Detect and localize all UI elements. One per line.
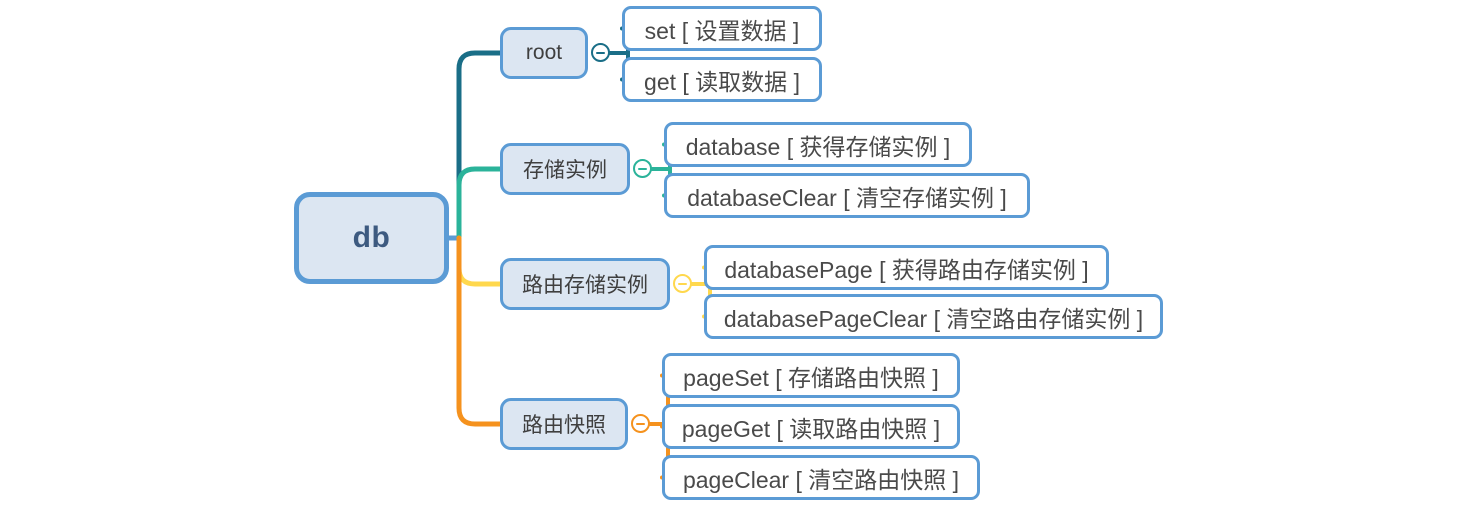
branch-node-root[interactable]: root [500,27,588,79]
leaf-node-root-0-label: set [ 设置数据 ] [644,17,800,44]
collapse-minus-icon-route_storage[interactable] [673,274,692,293]
leaf-node-route_snapshot-1[interactable]: pageGet [ 读取路由快照 ] [662,404,960,449]
connector [456,50,503,241]
leaf-node-route_snapshot-2[interactable]: pageClear [ 清空路由快照 ] [662,455,980,500]
leaf-node-storage-0[interactable]: database [ 获得存储实例 ] [664,122,972,167]
branch-node-storage-label: 存储实例 [523,159,607,182]
collapse-minus-icon-route_snapshot[interactable] [631,414,650,433]
branch-node-route_storage-label: 路由存储实例 [522,274,648,297]
root-node-db[interactable]: db [294,192,449,284]
leaf-node-root-1[interactable]: get [ 读取数据 ] [622,57,822,102]
collapse-minus-icon-root[interactable] [591,43,610,62]
leaf-node-route_snapshot-2-label: pageClear [ 清空路由快照 ] [682,466,960,493]
branch-node-storage[interactable]: 存储实例 [500,143,630,195]
leaf-node-route_storage-1[interactable]: databasePageClear [ 清空路由存储实例 ] [704,294,1163,339]
leaf-node-route_storage-1-label: databasePageClear [ 清空路由存储实例 ] [723,305,1144,332]
leaf-node-route_storage-0[interactable]: databasePage [ 获得路由存储实例 ] [704,245,1109,290]
branch-node-route_snapshot[interactable]: 路由快照 [500,398,628,450]
minus-bar [678,282,687,285]
leaf-node-storage-0-label: database [ 获得存储实例 ] [685,133,951,160]
minus-bar [636,422,645,425]
minus-bar [596,51,605,54]
leaf-node-route_snapshot-1-label: pageGet [ 读取路由快照 ] [681,415,941,442]
collapse-minus-icon-storage[interactable] [633,159,652,178]
leaf-node-storage-1-label: databaseClear [ 清空存储实例 ] [687,184,1007,211]
connector [456,166,503,241]
leaf-node-root-1-label: get [ 读取数据 ] [644,68,800,95]
leaf-node-route_snapshot-0[interactable]: pageSet [ 存储路由快照 ] [662,353,960,398]
leaf-node-route_snapshot-0-label: pageSet [ 存储路由快照 ] [683,364,939,391]
leaf-node-storage-1[interactable]: databaseClear [ 清空存储实例 ] [664,173,1030,218]
leaf-node-root-0[interactable]: set [ 设置数据 ] [622,6,822,51]
root-node-db-label: db [352,221,391,254]
leaf-node-route_storage-0-label: databasePage [ 获得路由存储实例 ] [724,256,1089,283]
connector [456,235,503,287]
minus-bar [638,167,647,170]
branch-node-route_snapshot-label: 路由快照 [522,414,606,437]
branch-node-route_storage[interactable]: 路由存储实例 [500,258,670,310]
connector [456,235,503,427]
branch-node-root-label: root [525,41,563,64]
